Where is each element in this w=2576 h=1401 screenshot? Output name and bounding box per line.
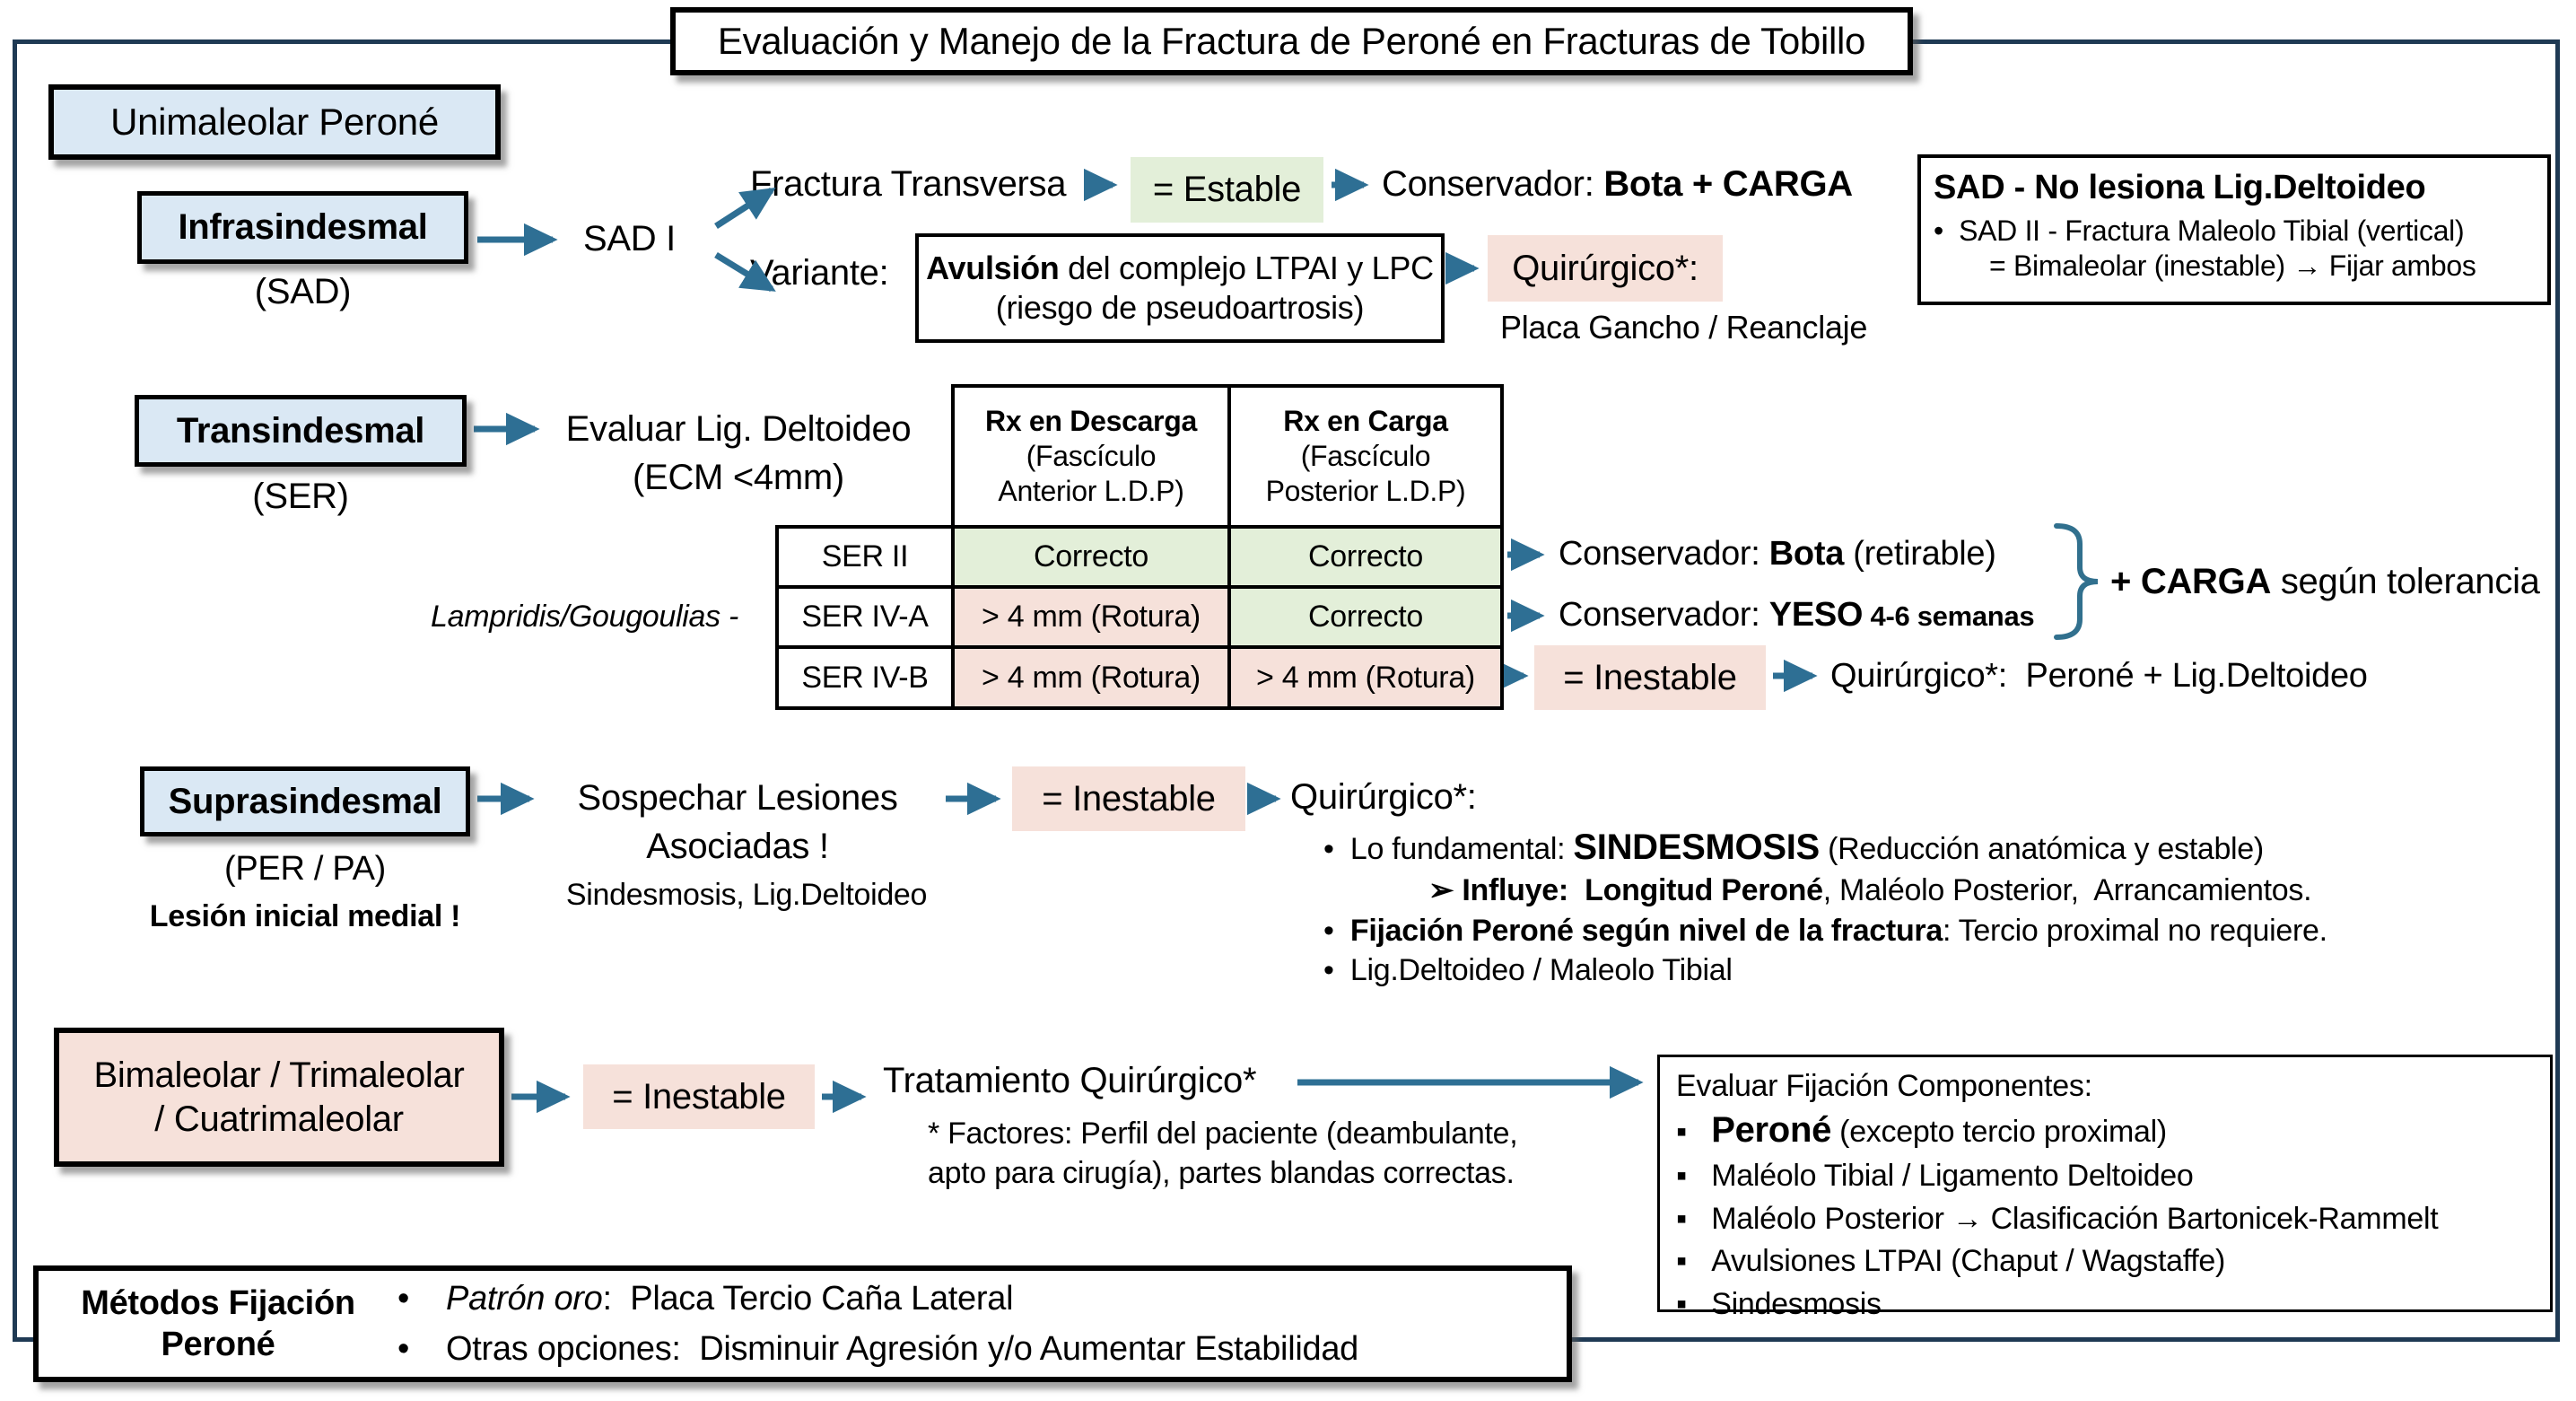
transindesmal-sublabel: (SER): [252, 476, 349, 516]
supra-bullet-3: • Lig.Deltoideo / Maleolo Tibial: [1323, 953, 1733, 987]
metodos-bullet-2: • Otras opciones: Disminuir Agresión y/o…: [397, 1330, 1358, 1368]
factores-line1: * Factores: Perfil del paciente (deambul…: [928, 1116, 1518, 1151]
tratamiento-quirurgico-label: Tratamiento Quirúrgico*: [883, 1061, 1257, 1100]
sad1-node: SAD I: [583, 219, 676, 258]
evaluar-deltoideo-line1: Evaluar Lig. Deltoideo: [565, 408, 912, 449]
table-row-label-ser4b: SER IV-B: [775, 645, 955, 710]
sad-note-bullet: • SAD II - Fractura Maleolo Tibial (vert…: [1934, 215, 2465, 248]
sospechar-sub: Sindesmosis, Lig.Deltoideo: [565, 877, 928, 912]
supra-subbullet: ➢ Influye: Longitud Peroné, Maléolo Post…: [1428, 873, 2312, 907]
sad-note-line2: = Bimaleolar (inestable) → Fijar ambos: [1989, 250, 2476, 283]
bullet-icon: •: [1323, 914, 1334, 948]
outcome-ser4a: Conservador: YESO 4-6 semanas: [1559, 596, 2035, 634]
evaluar-title: Evaluar Fijación Componentes:: [1676, 1069, 2092, 1103]
table-cell-ser4a-descarga: > 4 mm (Rotura): [951, 585, 1231, 649]
suprasindesmal-label: Suprasindesmal: [168, 781, 442, 821]
supra-bullet-1: • Lo fundamental: SINDESMOSIS (Reducción…: [1323, 827, 2264, 867]
square-bullet-icon: ▪: [1676, 1286, 1687, 1321]
evaluar-item-perone: ▪ Peroné (excepto tercio proximal): [1676, 1110, 2167, 1151]
evaluar-item-maleolo-tibial: ▪ Maléolo Tibial / Ligamento Deltoideo: [1676, 1159, 2194, 1194]
table-cell-ser4a-carga: Correcto: [1227, 585, 1504, 649]
page-title-box: Evaluación y Manejo de la Fractura de Pe…: [670, 7, 1913, 75]
bullet-icon: •: [1934, 215, 1943, 248]
factores-line2: apto para cirugía), partes blandas corre…: [928, 1156, 1515, 1190]
table-cell-ser2-descarga: Correcto: [951, 525, 1231, 589]
inestable-badge-bimal: = Inestable: [583, 1064, 815, 1129]
reference-label: Lampridis/Gougoulias -: [431, 600, 739, 634]
bullet-icon: •: [1323, 953, 1334, 987]
avulsion-line1: Avulsión del complejo LTPAI y LPC: [926, 250, 1434, 287]
metodos-bullets: • Patrón oro: Placa Tercio Caña Lateral …: [397, 1278, 1358, 1370]
infrasindesmal-label: Infrasindesmal: [178, 207, 428, 247]
sospechar-line1: Sospechar Lesiones: [577, 777, 898, 818]
fractura-transversa-label: Fractura Transversa: [750, 164, 1067, 204]
metodos-box: Métodos Fijación Peroné • Patrón oro: Pl…: [33, 1265, 1572, 1382]
unimaleolar-label: Unimaleolar Peroné: [110, 101, 439, 143]
table-header-descarga: Rx en Descarga (Fascículo Anterior L.D.P…: [951, 384, 1231, 529]
avulsion-box: Avulsión del complejo LTPAI y LPC (riesg…: [915, 233, 1445, 343]
unimaleolar-box: Unimaleolar Peroné: [48, 84, 501, 160]
inestable-badge-supra: = Inestable: [1012, 766, 1245, 831]
evaluar-item-maleolo-posterior: ▪ Maléolo Posterior → Clasificación Bart…: [1676, 1201, 2439, 1236]
quirurgico-label-supra: Quirúrgico*:: [1290, 777, 1477, 817]
quirurgico-detail-infra: Placa Gancho / Reanclaje: [1500, 309, 1868, 346]
carga-tolerancia-label: + CARGA según tolerancia: [2110, 562, 2540, 601]
table-header-carga: Rx en Carga (Fascículo Posterior L.D.P): [1227, 384, 1504, 529]
table-cell-ser4b-descarga: > 4 mm (Rotura): [951, 645, 1231, 710]
infrasindesmal-sublabel: (SAD): [254, 271, 352, 311]
avulsion-line2: (riesgo de pseudoartrosis): [995, 289, 1365, 326]
table-row-label-ser4a: SER IV-A: [775, 585, 955, 649]
suprasindesmal-warning: Lesión inicial medial !: [149, 898, 461, 933]
sad-note-box: SAD - No lesiona Lig.Deltoideo • SAD II …: [1917, 154, 2551, 305]
bimaleolar-box: Bimaleolar / Trimaleolar / Cuatrimaleola…: [54, 1028, 504, 1167]
variante-label: Variante:: [750, 253, 889, 293]
page-title: Evaluación y Manejo de la Fractura de Pe…: [717, 20, 1866, 62]
table-row-label-ser2: SER II: [775, 525, 955, 589]
square-bullet-icon: ▪: [1676, 1244, 1687, 1279]
evaluar-deltoideo-line2: (ECM <4mm): [633, 457, 844, 497]
transindesmal-box: Transindesmal: [135, 395, 467, 467]
evaluar-componentes-box: Evaluar Fijación Componentes: ▪ Peroné (…: [1657, 1055, 2553, 1321]
outcome-ser2: Conservador: Bota (retirable): [1559, 535, 1996, 573]
suprasindesmal-box: Suprasindesmal: [140, 766, 470, 836]
supra-bullet-2: • Fijación Peroné según nivel de la frac…: [1323, 914, 2327, 948]
outcome-ser4b: Quirúrgico*: Peroné + Lig.Deltoideo: [1830, 657, 2368, 695]
inestable-badge-ser4b: = Inestable: [1534, 645, 1766, 710]
evaluar-item-sindesmosis: ▪ Sindesmosis: [1676, 1286, 1882, 1321]
sad-note-title: SAD - No lesiona Lig.Deltoideo: [1934, 169, 2426, 206]
sospechar-line2: Asociadas !: [646, 826, 829, 866]
bullet-icon: •: [397, 1279, 410, 1318]
square-bullet-icon: ▪: [1676, 1115, 1687, 1150]
table-cell-ser4b-carga: > 4 mm (Rotura): [1227, 645, 1504, 710]
square-bullet-icon: ▪: [1676, 1159, 1687, 1194]
transindesmal-label: Transindesmal: [176, 410, 425, 451]
conservador-bota-carga: Conservador: Bota + CARGA: [1382, 164, 1853, 204]
metodos-bullet-1: • Patrón oro: Placa Tercio Caña Lateral: [397, 1279, 1014, 1318]
evaluar-item-avulsiones: ▪ Avulsiones LTPAI (Chaput / Wagstaffe): [1676, 1244, 2226, 1279]
arrowhead-bullet-icon: ➢: [1428, 873, 1454, 907]
metodos-label: Métodos Fijación Peroné: [81, 1283, 355, 1363]
estable-badge: = Estable: [1131, 157, 1323, 223]
bullet-icon: •: [397, 1330, 410, 1368]
infrasindesmal-box: Infrasindesmal: [137, 191, 468, 264]
table-cell-ser2-carga: Correcto: [1227, 525, 1504, 589]
bullet-icon: •: [1323, 832, 1334, 866]
quirurgico-badge-infra: Quirúrgico*:: [1488, 235, 1723, 302]
suprasindesmal-sublabel: (PER / PA): [224, 849, 386, 888]
square-bullet-icon: ▪: [1676, 1201, 1687, 1236]
